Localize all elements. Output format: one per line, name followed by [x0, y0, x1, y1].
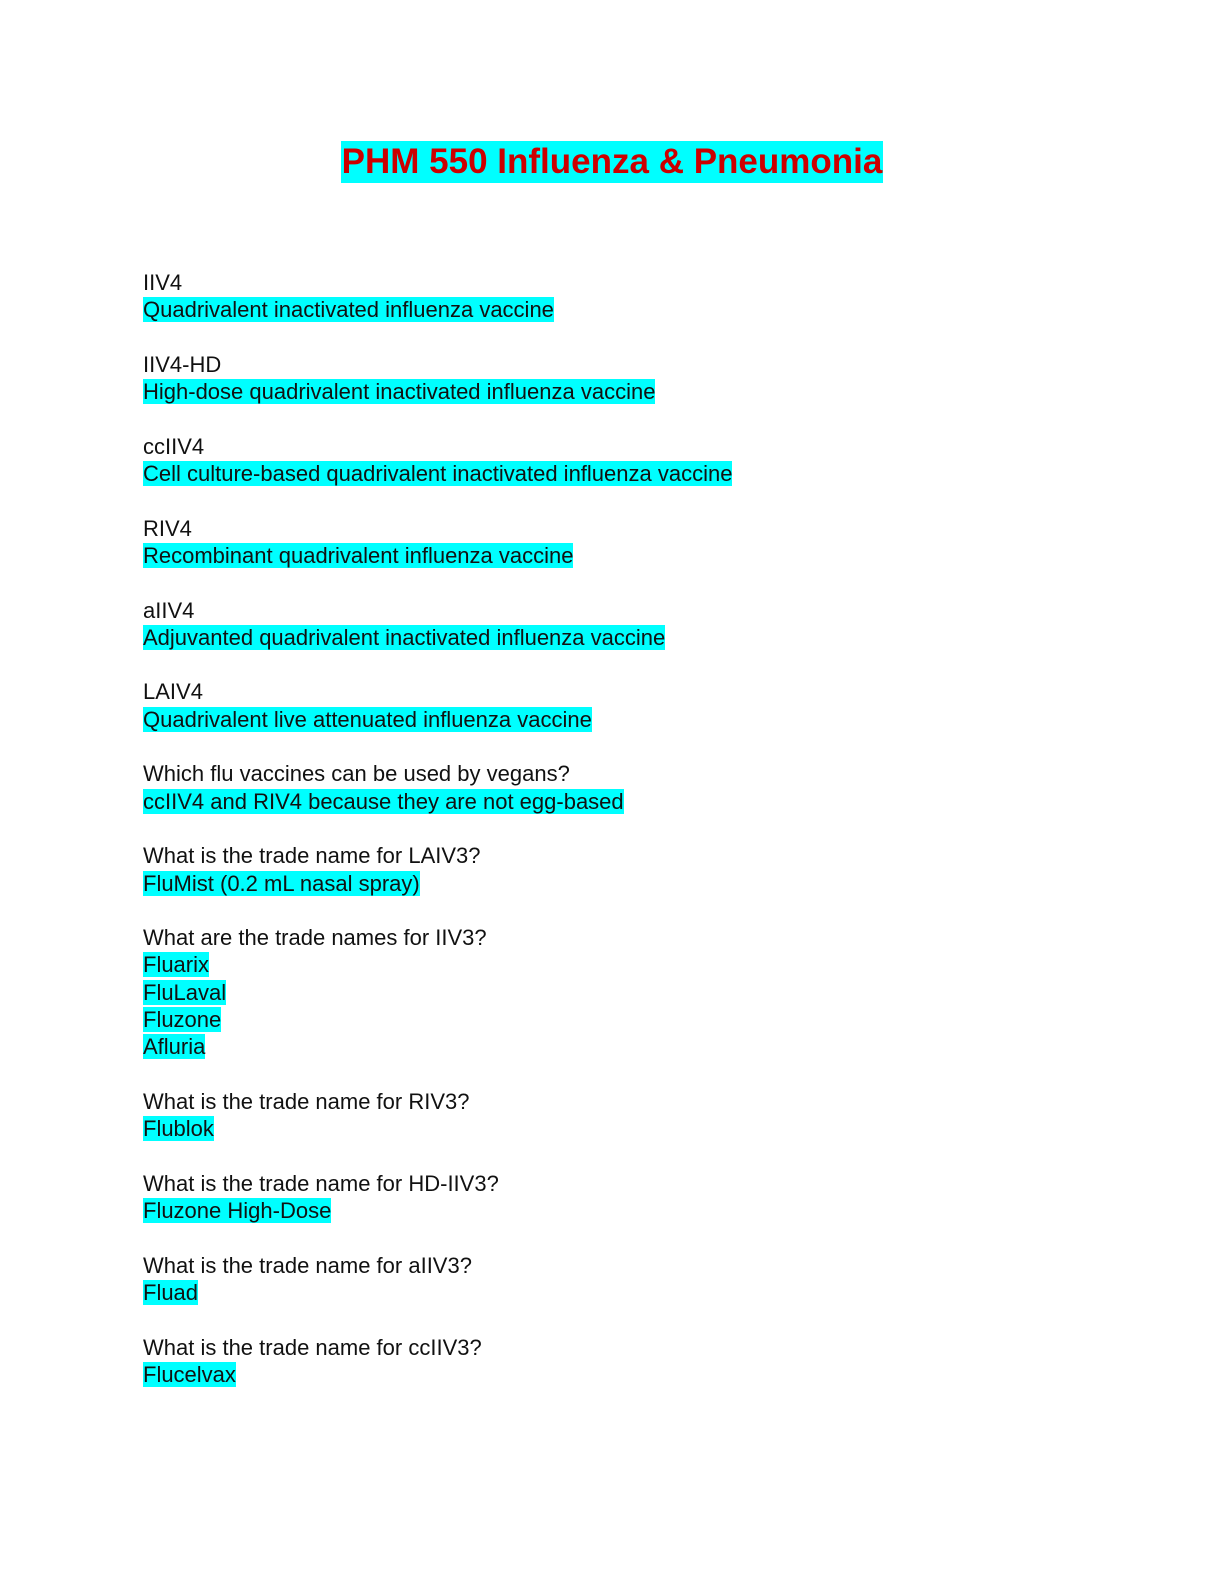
answer-line: Fluarix [143, 951, 732, 978]
highlighted-answer-text: Fluarix [143, 952, 210, 978]
highlighted-answer-text: Fluzone High-Dose [143, 1198, 332, 1224]
answer-line: High-dose quadrivalent inactivated influ… [143, 378, 732, 405]
answer-line: FluLaval [143, 979, 732, 1006]
answer-line: Recombinant quadrivalent influenza vacci… [143, 542, 732, 569]
flashcard-item: What is the trade name for LAIV3?FluMist… [143, 842, 732, 897]
question-text: aIIV4 [143, 597, 195, 623]
answer-line: Flublok [143, 1115, 732, 1142]
answer-line: Fluzone High-Dose [143, 1197, 732, 1224]
question-text: IIV4-HD [143, 351, 222, 377]
answer-line: Fluzone [143, 1006, 732, 1033]
highlighted-answer-text: Adjuvanted quadrivalent inactivated infl… [143, 624, 666, 650]
answer-line: Cell culture-based quadrivalent inactiva… [143, 460, 733, 487]
document-title: PHM 550 Influenza & Pneumonia [340, 141, 884, 183]
answer-line: Flucelvax [143, 1361, 732, 1388]
flashcard-item: What are the trade names for IIV3?Fluari… [143, 924, 732, 1060]
question-text: What is the trade name for ccIIV3? [143, 1334, 482, 1360]
question-text: LAIV4 [143, 679, 203, 705]
answer-line: Adjuvanted quadrivalent inactivated infl… [143, 624, 732, 651]
highlighted-answer-text: Recombinant quadrivalent influenza vacci… [143, 542, 574, 568]
flashcard-item: What is the trade name for HD-IIV3?Fluzo… [143, 1170, 732, 1225]
answer-line: ccIIV4 and RIV4 because they are not egg… [143, 788, 732, 815]
question-text: What is the trade name for RIV3? [143, 1088, 470, 1114]
question-text: What is the trade name for HD-IIV3? [143, 1170, 499, 1196]
flashcard-item: What is the trade name for RIV3?Flublok [143, 1088, 732, 1143]
answer-line: Fluad [143, 1279, 732, 1306]
highlighted-answer-text: Quadrivalent live attenuated influenza v… [143, 706, 592, 732]
title-container: PHM 550 Influenza & Pneumonia [0, 141, 1224, 183]
question-text: ccIIV4 [143, 433, 205, 459]
highlighted-answer-text: Cell culture-based quadrivalent inactiva… [143, 461, 733, 487]
flashcard-item: What is the trade name for aIIV3?Fluad [143, 1252, 732, 1307]
highlighted-answer-text: Fluzone [143, 1007, 222, 1033]
question-text: What is the trade name for LAIV3? [143, 843, 481, 869]
flashcard-item: What is the trade name for ccIIV3?Flucel… [143, 1334, 732, 1389]
question-text: What are the trade names for IIV3? [143, 925, 487, 951]
highlighted-answer-text: FluMist (0.2 mL nasal spray) [143, 870, 420, 896]
question-text: Which flu vaccines can be used by vegans… [143, 761, 570, 787]
highlighted-answer-text: Flucelvax [143, 1361, 236, 1387]
highlighted-answer-text: Quadrivalent inactivated influenza vacci… [143, 297, 554, 323]
highlighted-answer-text: ccIIV4 and RIV4 because they are not egg… [143, 788, 624, 814]
highlighted-answer-text: Afluria [143, 1034, 206, 1060]
highlighted-answer-text: Fluad [143, 1279, 199, 1305]
flashcard-item: Which flu vaccines can be used by vegans… [143, 760, 732, 815]
answer-line: Afluria [143, 1033, 732, 1060]
question-text: What is the trade name for aIIV3? [143, 1252, 472, 1278]
answer-line: Quadrivalent inactivated influenza vacci… [143, 296, 732, 323]
highlighted-answer-text: Flublok [143, 1116, 214, 1142]
answer-line: Quadrivalent live attenuated influenza v… [143, 706, 732, 733]
answer-line: FluMist (0.2 mL nasal spray) [143, 870, 732, 897]
highlighted-answer-text: High-dose quadrivalent inactivated influ… [143, 379, 656, 405]
highlighted-answer-text: FluLaval [143, 979, 227, 1005]
question-text: IIV4 [143, 270, 183, 295]
question-text: RIV4 [143, 515, 192, 541]
